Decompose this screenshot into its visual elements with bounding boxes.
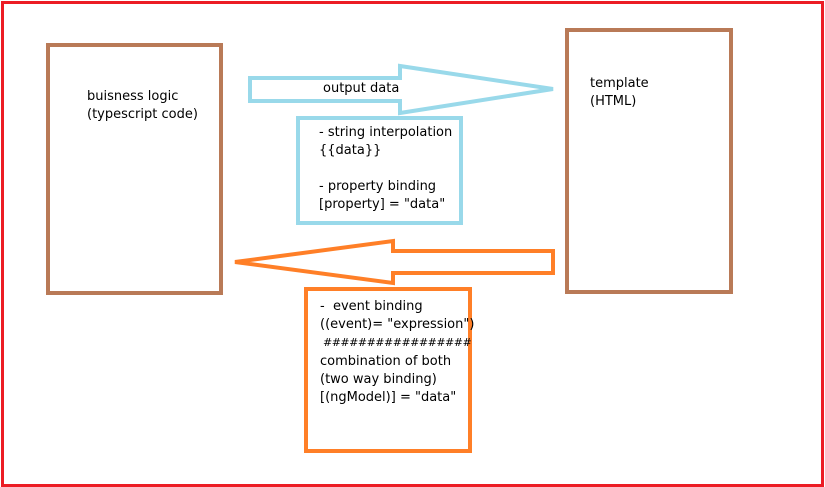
template-subtitle: (HTML) — [590, 94, 637, 109]
combination-label: combination of both — [320, 354, 452, 369]
event-binding-box — [304, 287, 472, 453]
output-data-label: output data — [323, 81, 400, 96]
input-binding-arrow — [234, 238, 555, 286]
ngmodel-syntax: [(ngModel)] = "data" — [320, 390, 457, 405]
business-logic-title: buisness logic — [87, 89, 179, 104]
string-interpolation-label: - string interpolation — [319, 125, 453, 140]
event-binding-label: - event binding — [320, 299, 423, 314]
event-binding-syntax: ((event)= "expression") — [320, 317, 475, 332]
template-box — [565, 28, 733, 294]
property-binding-label: - property binding — [319, 179, 437, 194]
output-data-arrow — [248, 63, 554, 116]
business-logic-box — [46, 43, 223, 295]
string-interpolation-syntax: {{data}} — [319, 143, 382, 158]
separator-hashes: ################# — [320, 336, 472, 349]
business-logic-subtitle: (typescript code) — [87, 107, 198, 122]
two-way-binding-label: (two way binding) — [320, 372, 437, 387]
output-binding-box — [296, 116, 463, 225]
property-binding-syntax: [property] = "data" — [319, 197, 446, 212]
template-title: template — [590, 76, 649, 91]
